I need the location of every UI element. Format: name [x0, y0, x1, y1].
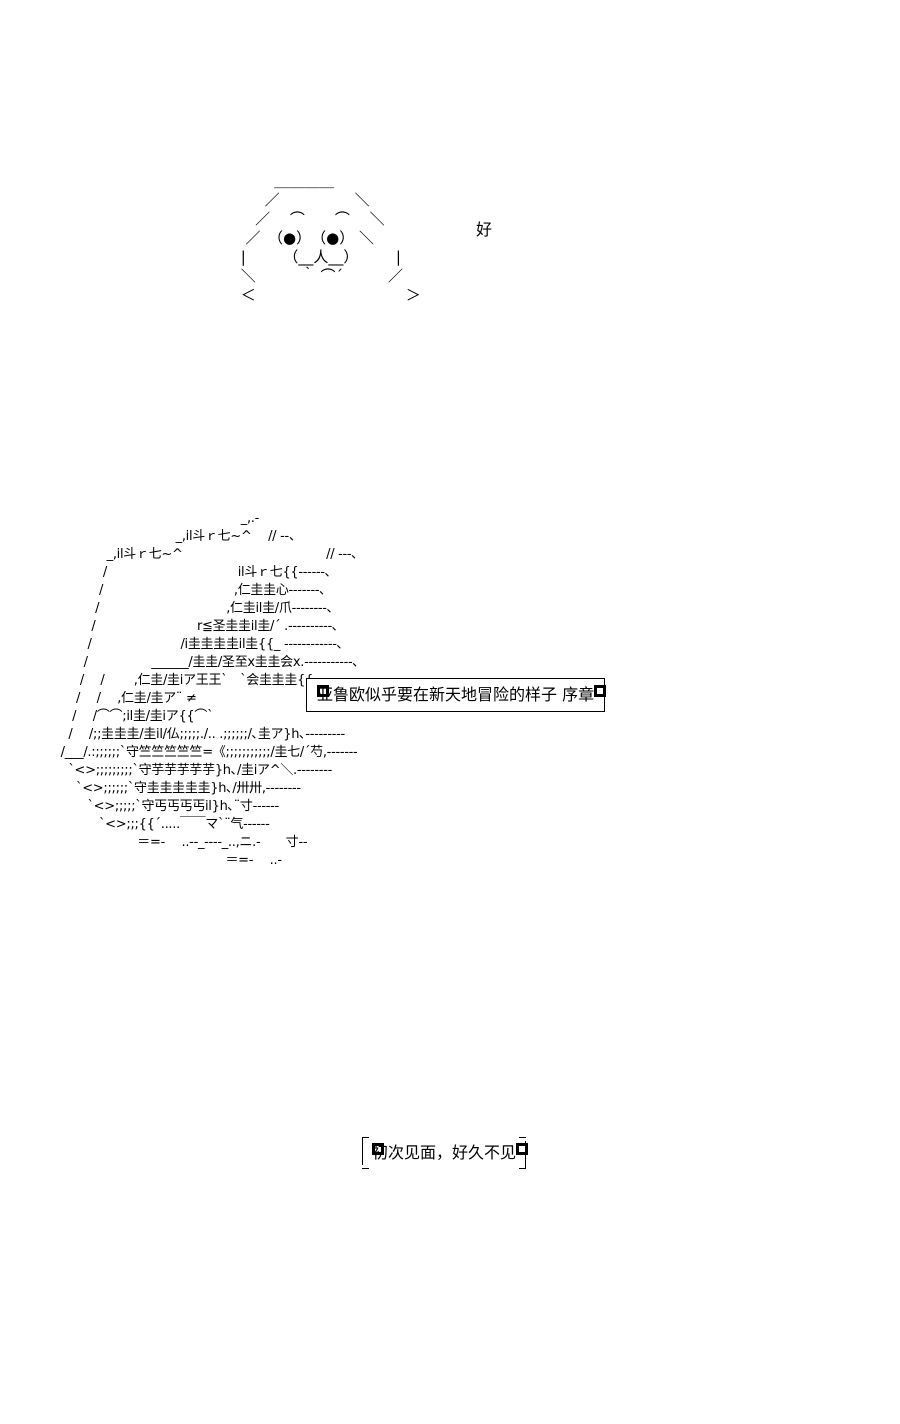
- face-ascii-art: ＿＿＿＿ ／ ＼ ／ ⌒ ⌒ ＼ ／ （●） （●） ＼ | （__人__） |…: [240, 172, 421, 304]
- frame-left-side: [362, 1141, 363, 1165]
- frame-tick-tl: [362, 1137, 369, 1138]
- frame-tick-tr: [519, 1137, 527, 1138]
- frame-corner-right: [525, 1161, 527, 1169]
- frame-tick-bl: [362, 1168, 369, 1169]
- chapter-title-text: 亚鲁欧似乎要在新天地冒险的样子 序章: [317, 685, 595, 704]
- greeting-text: 初次见面，好久不见: [372, 1143, 517, 1162]
- face-speech-text: 好: [476, 220, 493, 239]
- tower-ascii-art: _,.- _,il斗ｒ七~^ // ‐-、 _,il斗ｒ七~^ // ‐--､ …: [60, 511, 369, 868]
- greeting-box: 初次见面，好久不见: [362, 1137, 529, 1169]
- chapter-title-box: 亚鲁欧似乎要在新天地冒险的样子 序章: [306, 678, 607, 712]
- frame-tick-br: [519, 1168, 527, 1169]
